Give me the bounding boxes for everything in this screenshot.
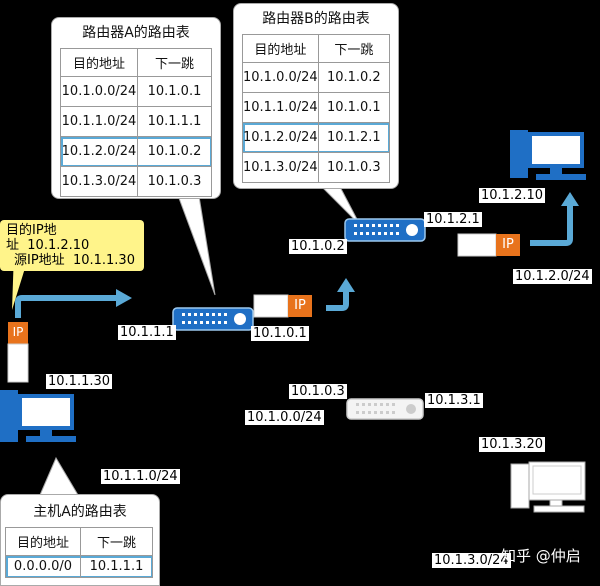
packet-src-label: 源IP地址: [14, 253, 65, 268]
table-cell: 10.1.1.1: [137, 106, 212, 137]
host-a-computer-icon: [0, 390, 76, 442]
ip-packet-host-a: [7, 322, 29, 383]
host-a-callout-pointer: [39, 456, 79, 496]
table-cell: 10.1.2.1: [317, 122, 391, 153]
arrow-router-a-to-router-b: [326, 290, 349, 311]
host-a-header-next: 下一跳: [80, 527, 153, 556]
router-b-header-next: 下一跳: [317, 34, 391, 63]
table-cell: 10.1.3.0/24: [60, 166, 138, 197]
label-router-a-left: 10.1.1.1: [118, 325, 176, 340]
table-cell: 10.1.0.2: [317, 62, 391, 93]
router-b-header-dest: 目的地址: [242, 34, 319, 63]
label-router-b-right: 10.1.2.1: [424, 212, 482, 227]
router-a-callout-pointer: [175, 189, 216, 296]
table-cell: 10.1.2.0/24: [60, 136, 138, 167]
ip-packet-router-a: [253, 294, 312, 318]
label-host-a-ip: 10.1.1.30: [46, 374, 113, 389]
router-a-header-dest: 目的地址: [60, 48, 138, 77]
table-cell: 10.1.0.1: [317, 92, 391, 123]
label-router-c-right: 10.1.3.1: [425, 393, 483, 408]
host-a-header-dest: 目的地址: [5, 527, 81, 556]
label-router-c-net: 10.1.0.0/24: [245, 410, 324, 425]
router-a-header-next: 下一跳: [137, 48, 212, 77]
arrow-router-b-to-host-b: [530, 204, 573, 246]
table-cell: 10.1.3.0/24: [242, 152, 319, 183]
label-router-b-left: 10.1.0.2: [289, 239, 347, 254]
host-c-computer-icon: [510, 461, 586, 513]
watermark-text: 知乎 @仲启: [501, 547, 581, 565]
ip-tag-router-a: IP: [294, 298, 306, 313]
table-cell: 10.1.2.0/24: [242, 122, 319, 153]
label-host-b-net: 10.1.2.0/24: [513, 269, 592, 284]
packet-dst-line: 目的IP地址 10.1.2.10: [6, 223, 138, 253]
label-host-b-ip: 10.1.2.10: [479, 188, 546, 203]
table-cell: 10.1.1.1: [80, 555, 153, 578]
host-b-computer-icon: [510, 130, 586, 180]
packet-src-value: 10.1.1.30: [72, 253, 135, 268]
router-b-table-title: 路由器B的路由表: [262, 11, 370, 27]
arrow-host-a-to-router-a: [15, 295, 118, 318]
packet-dst-value: 10.1.2.10: [27, 238, 90, 253]
table-cell: 10.1.0.0/24: [60, 76, 138, 107]
router-c-icon: [346, 398, 424, 420]
table-cell: 10.1.0.1: [137, 76, 212, 107]
ip-tag-router-b: IP: [502, 237, 514, 252]
router-a-table-title: 路由器A的路由表: [82, 25, 190, 41]
label-host-c-net: 10.1.3.0/24: [432, 553, 511, 568]
host-a-table-title: 主机A的路由表: [33, 504, 127, 520]
table-cell: 10.1.0.3: [317, 152, 391, 183]
table-cell: 10.1.1.0/24: [242, 92, 319, 123]
label-router-a-right: 10.1.0.1: [251, 326, 309, 341]
packet-dst-label: 目的IP地址: [6, 223, 57, 253]
label-router-c-top: 10.1.0.3: [289, 384, 347, 399]
ip-tag-host-a: IP: [12, 325, 24, 339]
packet-info-callout: 目的IP地址 10.1.2.10 源IP地址 10.1.1.30: [0, 220, 144, 271]
label-host-c-ip: 10.1.3.20: [479, 437, 546, 452]
label-host-a-net: 10.1.1.0/24: [101, 469, 180, 484]
table-cell: 10.1.0.0/24: [242, 62, 319, 93]
packet-src-line: 源IP地址 10.1.1.30: [6, 253, 138, 268]
router-b-icon: [344, 218, 426, 242]
table-cell: 10.1.1.0/24: [60, 106, 138, 137]
table-cell: 10.1.0.3: [137, 166, 212, 197]
table-cell: 10.1.0.2: [137, 136, 212, 167]
router-a-icon: [172, 307, 254, 331]
ip-packet-router-b: [457, 233, 520, 257]
table-cell: 0.0.0.0/0: [5, 555, 81, 578]
